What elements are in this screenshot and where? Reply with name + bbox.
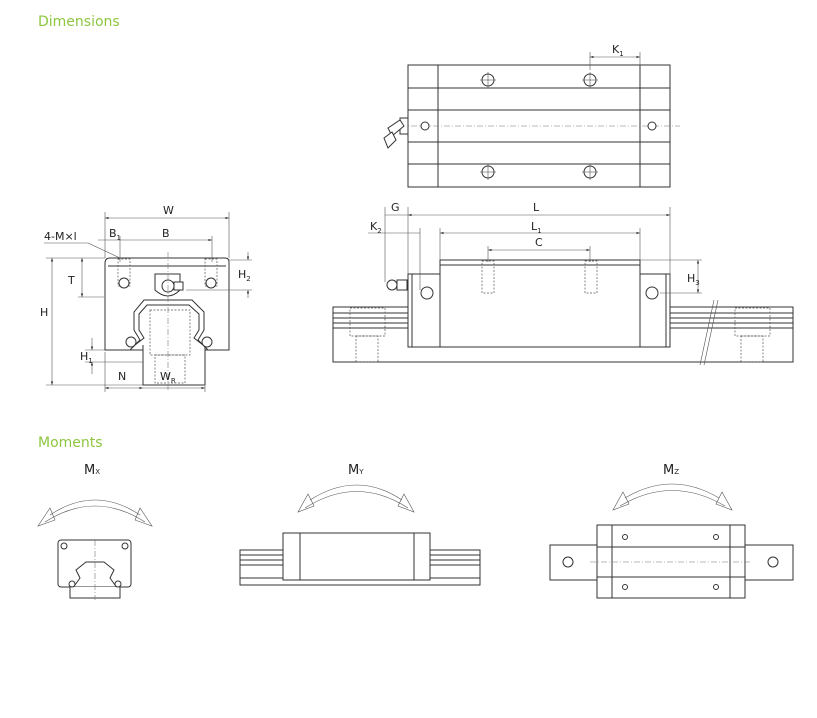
dim-h1: H1	[80, 350, 93, 365]
rotation-arrow-icon	[619, 483, 726, 507]
dim-k2: K2	[370, 220, 382, 235]
side-view: G L K2 L1 C H3	[332, 201, 794, 366]
dim-h: H	[40, 306, 48, 319]
top-view: K1	[383, 43, 680, 188]
dim-k1: K1	[612, 43, 624, 58]
dim-n: N	[118, 370, 126, 383]
dim-b1: B1	[109, 227, 121, 242]
dim-g: G	[391, 201, 400, 214]
moment-my: MY	[239, 463, 481, 586]
moments-heading: Moments	[38, 435, 103, 451]
dim-l1: L1	[531, 220, 542, 235]
dim-t: T	[67, 274, 75, 287]
dim-wr: WR	[160, 370, 176, 385]
moment-mz: MZ	[549, 463, 794, 599]
mounting-hole-icon	[420, 72, 657, 180]
dim-m-x-l: 4-M×l	[44, 230, 77, 243]
moment-mx: MX	[37, 463, 153, 600]
dim-w: W	[163, 204, 174, 217]
dim-b: B	[162, 227, 170, 240]
svg-text:MY: MY	[348, 463, 364, 478]
dim-l: L	[533, 201, 540, 214]
rotation-arrow-icon	[304, 484, 409, 509]
front-view: W B1 B 4-M×l H T H1 H2 N WR	[40, 204, 252, 392]
rotation-arrow-icon	[44, 499, 146, 523]
svg-text:MX: MX	[84, 463, 100, 478]
svg-text:MZ: MZ	[663, 463, 679, 478]
dim-h3: H3	[687, 272, 700, 287]
dimensions-heading: Dimensions	[38, 14, 120, 30]
dim-h2: H2	[238, 268, 251, 283]
grease-nipple-icon	[383, 117, 409, 149]
dim-c: C	[535, 236, 543, 249]
